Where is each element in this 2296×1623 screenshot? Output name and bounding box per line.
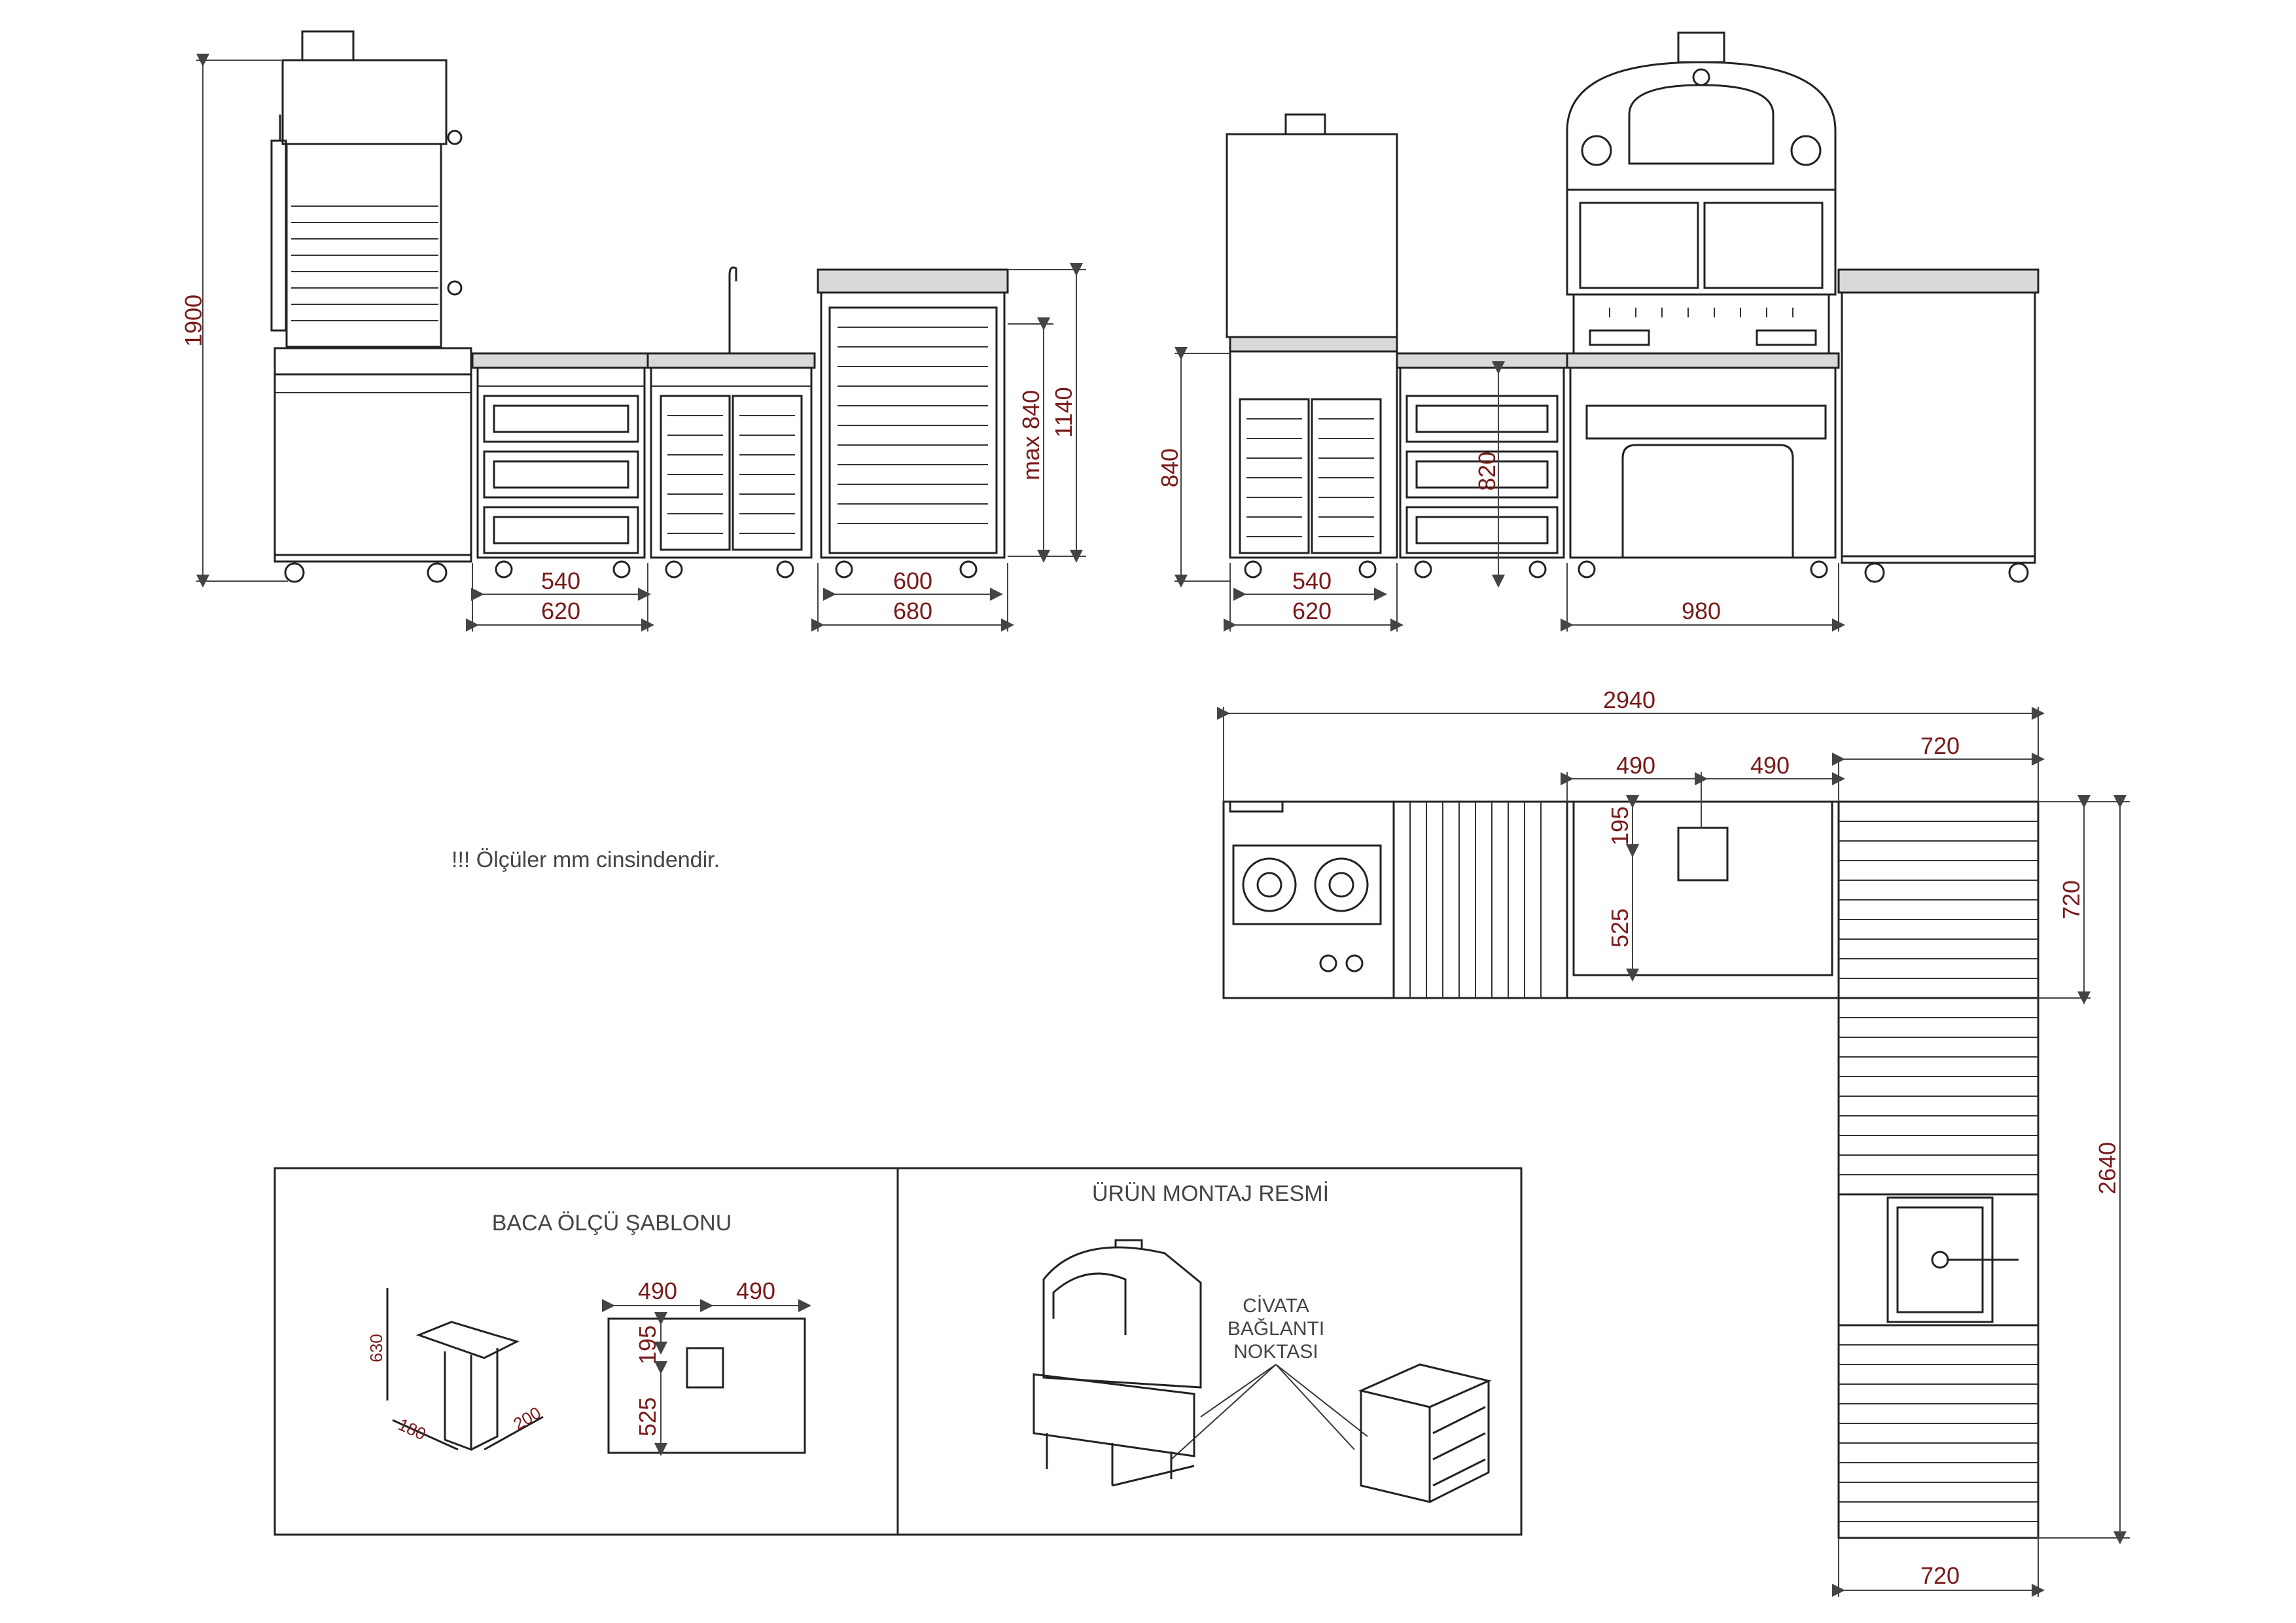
dim-620-right: 620	[1292, 597, 1332, 624]
callout-line-1: CİVATA	[1243, 1295, 1309, 1317]
dim-840-right: 840	[1156, 448, 1183, 488]
dim-720-top: 720	[1920, 732, 1960, 759]
chimney-template-panel: BACA ÖLÇÜ ŞABLONU 630 180 200 490 490 19…	[366, 1211, 811, 1456]
plan-view: 2940 490 490 720 195 525 720 2640 720	[1217, 687, 2130, 1597]
dim-490-right: 490	[1750, 752, 1790, 779]
dim-680: 680	[893, 597, 932, 624]
right-elevation: 840 540 620 820 980	[1156, 31, 2040, 632]
tpl-dim-490-b: 490	[736, 1277, 775, 1304]
assembly-panel: ÜRÜN MONTAJ RESMİ CİVATA BAĞLANTI NOKTAS…	[1033, 1181, 1492, 1503]
dim-620-left: 620	[541, 597, 580, 624]
dim-195: 195	[1606, 806, 1633, 846]
dim-1900: 1900	[180, 294, 207, 347]
left-elevation: 1900 540 620 600 680 max 840 1140	[180, 30, 1086, 632]
tpl-dim-630: 630	[366, 1334, 386, 1362]
units-note: !!! Ölçüler mm cinsindendir.	[451, 847, 720, 872]
dim-600: 600	[893, 567, 932, 594]
assembly-title: ÜRÜN MONTAJ RESMİ	[1092, 1181, 1329, 1206]
dim-525: 525	[1606, 908, 1633, 948]
dim-540-left: 540	[541, 567, 580, 594]
dim-820: 820	[1474, 452, 1500, 491]
tpl-dim-525: 525	[634, 1397, 661, 1436]
dim-1140: 1140	[1050, 387, 1077, 437]
dim-720-side: 720	[2058, 880, 2085, 919]
dim-720-bottom: 720	[1920, 1562, 1960, 1589]
tpl-dim-195: 195	[634, 1325, 661, 1364]
dim-max-840: max 840	[1017, 390, 1044, 480]
dim-2640: 2640	[2094, 1142, 2121, 1194]
template-title: BACA ÖLÇÜ ŞABLONU	[492, 1211, 732, 1236]
dim-490-left: 490	[1616, 752, 1655, 779]
dim-540-right: 540	[1292, 567, 1332, 594]
tpl-dim-490-a: 490	[638, 1277, 677, 1304]
tpl-dim-200: 200	[510, 1402, 544, 1434]
dim-980: 980	[1682, 597, 1721, 624]
callout-line-2: BAĞLANTI	[1227, 1318, 1324, 1340]
tpl-dim-180: 180	[395, 1414, 429, 1444]
dim-2940: 2940	[1603, 687, 1655, 713]
callout-line-3: NOKTASI	[1233, 1341, 1318, 1363]
